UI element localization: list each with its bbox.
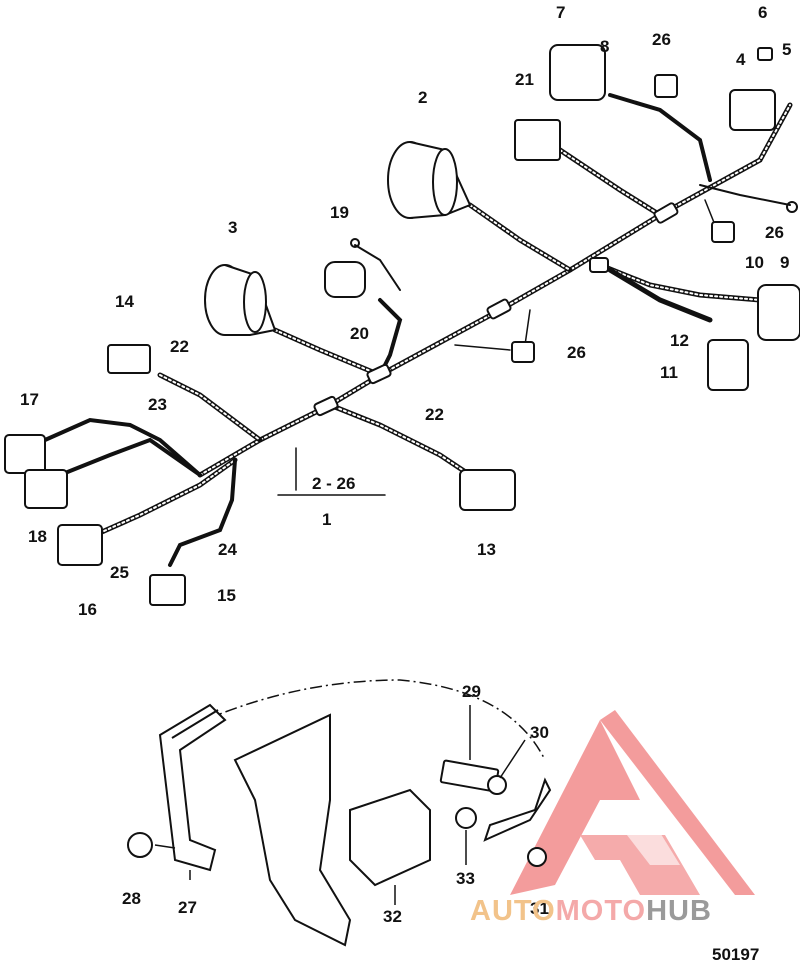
callout-31: 31 — [530, 899, 549, 918]
connector-21 — [514, 119, 561, 161]
callout-12: 12 — [670, 331, 689, 350]
callout-20: 20 — [350, 324, 369, 343]
connector-18 — [24, 469, 68, 509]
callout-26c: 26 — [567, 343, 586, 362]
clip-26c — [511, 341, 535, 363]
callout-32: 32 — [383, 907, 402, 926]
callout-11: 11 — [660, 363, 678, 382]
connector-2 — [387, 141, 472, 219]
callout-33: 33 — [456, 869, 475, 888]
callout-19: 19 — [330, 203, 349, 222]
bracket-assembly — [127, 679, 552, 947]
reference-number: 50197 — [712, 945, 759, 964]
callout-16: 16 — [78, 600, 97, 619]
callout-13: 13 — [477, 540, 496, 559]
connector-11 — [707, 339, 749, 391]
watermark-moto: MOTO — [556, 895, 646, 927]
callout-21: 21 — [515, 70, 534, 89]
clip-26b — [711, 221, 735, 243]
callout-23: 23 — [148, 395, 167, 414]
callout-26a: 26 — [652, 30, 671, 49]
callout-14: 14 — [115, 292, 134, 311]
harness-components — [4, 44, 800, 606]
callout-25: 25 — [110, 563, 129, 582]
callout-15: 15 — [217, 586, 236, 605]
callout-7: 7 — [556, 3, 565, 22]
nut-33 — [455, 807, 477, 829]
watermark-hub: HUB — [646, 895, 712, 927]
callout-labels: 1 2 3 4 5 6 7 8 9 10 11 12 13 14 15 16 1… — [20, 3, 791, 926]
callout-5: 5 — [782, 40, 791, 59]
callout-22b: 22 — [425, 405, 444, 424]
callout-29: 29 — [462, 682, 481, 701]
callout-18: 18 — [28, 527, 47, 546]
callout-26b: 26 — [765, 223, 784, 242]
callout-22a: 22 — [170, 337, 189, 356]
svg-text:AUTOMOTOHUB: AUTOMOTOHUB — [470, 895, 712, 927]
callout-28: 28 — [122, 889, 141, 908]
clip-26a — [654, 74, 678, 98]
callout-8: 8 — [600, 37, 609, 56]
callout-10: 10 — [745, 253, 764, 272]
watermark-text: AUTOMOTOHUB — [470, 895, 712, 927]
connector-13 — [459, 469, 516, 511]
screw-6 — [757, 47, 773, 61]
callout-4: 4 — [736, 50, 746, 69]
connector-17 — [4, 434, 46, 474]
callout-3: 3 — [228, 218, 237, 237]
connector-16 — [57, 524, 103, 566]
callout-30: 30 — [530, 723, 549, 742]
connector-7 — [549, 44, 606, 101]
connector-20 — [324, 261, 366, 298]
callout-6: 6 — [758, 3, 767, 22]
callout-24: 24 — [218, 540, 237, 559]
callout-1: 1 — [322, 510, 331, 529]
callout-27: 27 — [178, 898, 197, 917]
nut-31 — [527, 847, 547, 867]
watermark-auto: AUTO — [470, 895, 556, 927]
callout-17: 17 — [20, 390, 39, 409]
nut-30 — [487, 775, 507, 795]
callout-2-26: 2 - 26 — [312, 474, 355, 493]
sensor-15 — [149, 574, 186, 606]
connector-14 — [107, 344, 151, 374]
callout-9: 9 — [780, 253, 789, 272]
connector-3 — [204, 264, 277, 336]
connector-4 — [729, 89, 776, 131]
connector-9 — [757, 284, 800, 341]
callout-2: 2 — [418, 88, 427, 107]
nut-28 — [127, 832, 153, 858]
